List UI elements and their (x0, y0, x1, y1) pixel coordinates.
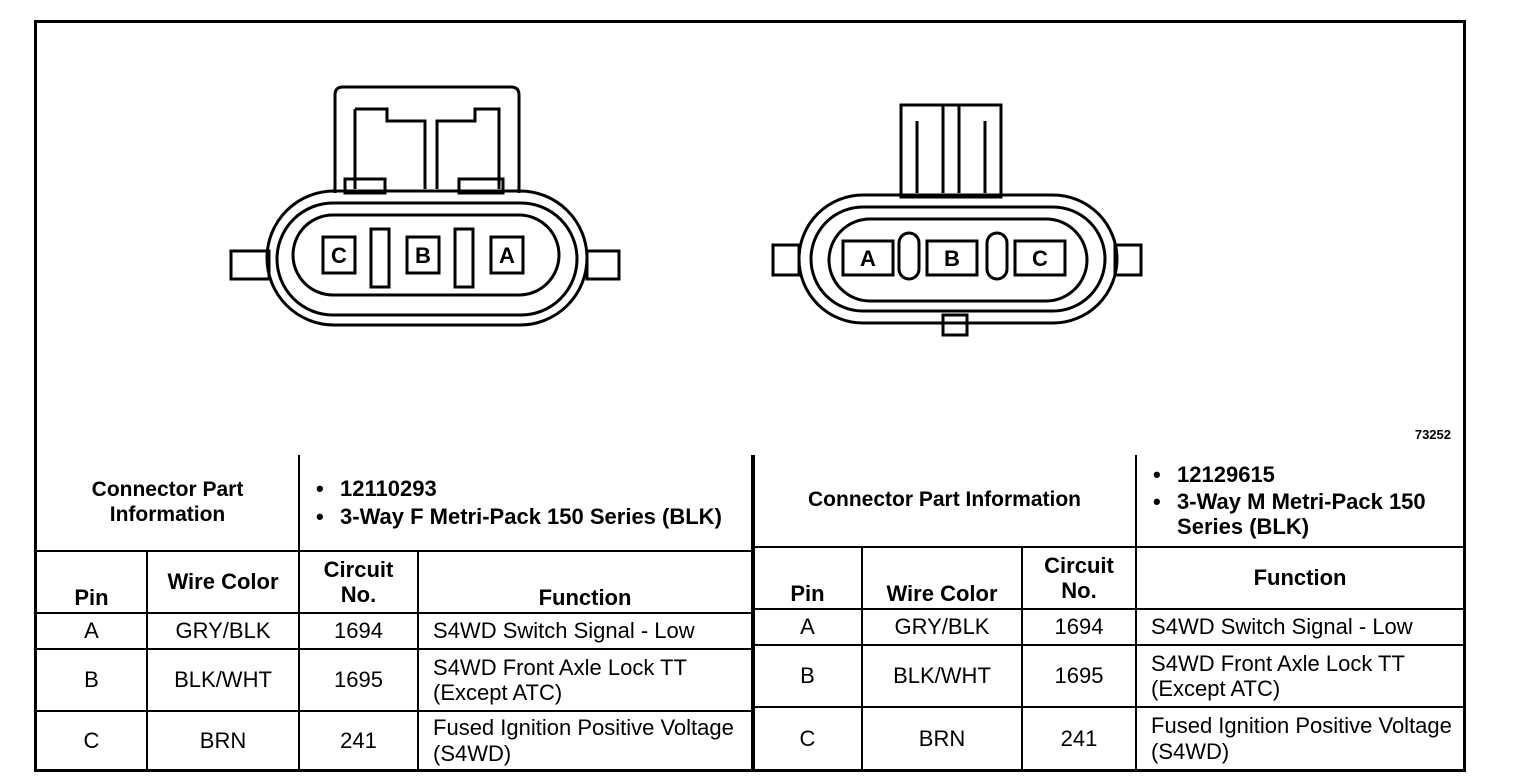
connector-drawing: C B A A B C (229, 85, 1143, 337)
table-row: B BLK/WHT 1695 S4WD Front Axle Lock TT (… (37, 648, 753, 712)
wire-color-cell: BRN (145, 710, 301, 769)
part-info: 12110293 3-Way F Metri-Pack 150 Series (… (298, 455, 753, 552)
figure-number: 73252 (1414, 427, 1451, 442)
table-row: C BRN 241 Fused Ignition Positive Voltag… (37, 710, 753, 769)
wire-color-cell: BRN (861, 706, 1023, 769)
function-cell: Fused Ignition Positive Voltage (S4WD) (1135, 706, 1463, 769)
female-pin-label: C (331, 243, 347, 268)
circuit-header: Circuit No. (1020, 546, 1138, 610)
function-header: Function (417, 550, 753, 614)
function-cell: Fused Ignition Positive Voltage (S4WD) (417, 710, 753, 769)
circuit-cell: 241 (298, 710, 420, 769)
pin-cell: C (37, 710, 148, 769)
part-number: 12110293 (316, 476, 745, 502)
pin-cell: A (37, 612, 148, 650)
function-header: Function (1135, 546, 1463, 610)
function-cell: S4WD Switch Signal - Low (1135, 608, 1463, 646)
male-connector-drawing (771, 103, 1143, 337)
pin-header: Pin (37, 550, 148, 614)
wire-color-cell: BLK/WHT (145, 648, 301, 712)
circuit-cell: 1695 (1020, 644, 1138, 708)
function-cell: S4WD Front Axle Lock TT (Except ATC) (417, 648, 753, 712)
male-connector-table: Connector Part Information 12129615 3-Wa… (754, 455, 1463, 769)
circuit-header: Circuit No. (298, 550, 420, 614)
circuit-cell: 241 (1020, 706, 1138, 769)
male-pin-label: B (944, 246, 960, 271)
circuit-cell: 1695 (298, 648, 420, 712)
wire-color-cell: BLK/WHT (861, 644, 1023, 708)
function-cell: S4WD Switch Signal - Low (417, 612, 753, 650)
circuit-cell: 1694 (1020, 608, 1138, 646)
female-pin-label: B (415, 243, 431, 268)
male-pin-label: A (860, 246, 876, 271)
part-info-label: Connector Part Information (37, 455, 301, 552)
table-row: A GRY/BLK 1694 S4WD Switch Signal - Low (37, 612, 753, 650)
pin-cell: B (37, 648, 148, 712)
wire-color-header: Wire Color (145, 550, 301, 614)
female-connector-drawing (229, 85, 621, 327)
female-pin-label: A (499, 243, 515, 268)
female-connector-table: Connector Part Information 12110293 3-Wa… (37, 455, 755, 769)
wire-color-cell: GRY/BLK (861, 608, 1023, 646)
part-description: 3-Way M Metri-Pack 150 Series (BLK) (1153, 489, 1457, 540)
wire-color-header: Wire Color (861, 546, 1023, 610)
diagram-frame: C B A A B C 73252 Connector Part Informa… (34, 20, 1466, 772)
pin-cell: C (754, 706, 863, 769)
part-info: 12129615 3-Way M Metri-Pack 150 Series (… (1135, 455, 1463, 548)
part-info-label: Connector Part Information (754, 455, 1138, 548)
function-cell: S4WD Front Axle Lock TT (Except ATC) (1135, 644, 1463, 708)
part-number: 12129615 (1153, 462, 1457, 488)
table-row: A GRY/BLK 1694 S4WD Switch Signal - Low (754, 608, 1463, 646)
pin-header: Pin (754, 546, 863, 610)
table-row: C BRN 241 Fused Ignition Positive Voltag… (754, 706, 1463, 769)
wire-color-cell: GRY/BLK (145, 612, 301, 650)
circuit-cell: 1694 (298, 612, 420, 650)
part-description: 3-Way F Metri-Pack 150 Series (BLK) (316, 504, 745, 530)
table-row: B BLK/WHT 1695 S4WD Front Axle Lock TT (… (754, 644, 1463, 708)
male-pin-label: C (1032, 246, 1048, 271)
pin-cell: B (754, 644, 863, 708)
pin-cell: A (754, 608, 863, 646)
